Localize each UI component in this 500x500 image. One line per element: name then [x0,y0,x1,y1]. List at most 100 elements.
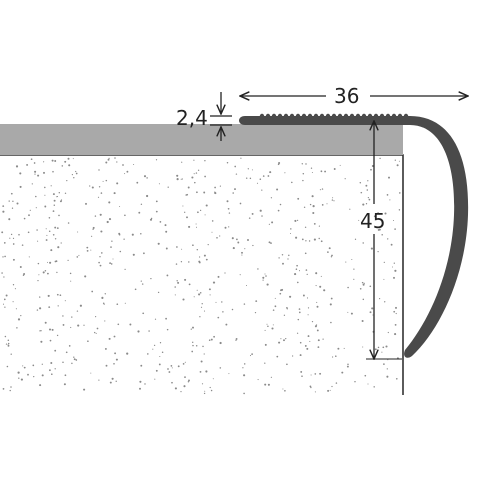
speckle [4,335,7,338]
width-label: 36 [334,84,359,108]
speckle [9,237,11,239]
speckle [17,318,21,321]
speckle [384,212,387,215]
speckle [62,315,64,317]
speckle [296,332,299,334]
substrate-texture [1,157,401,395]
speckle [319,285,322,288]
speckle [96,327,99,330]
speckle [3,276,5,278]
speckle [98,261,100,264]
speckle [393,310,396,313]
speckle [315,285,317,287]
speckle [21,244,24,246]
speckle [302,294,305,297]
speckle [17,371,20,374]
ridge [271,113,277,119]
speckle [320,275,322,277]
speckle [116,161,118,163]
speckle [102,302,105,304]
speckle [1,231,4,234]
speckle [205,204,208,207]
speckle [361,281,364,284]
speckle [137,330,140,333]
speckle [225,323,228,326]
speckle [171,367,173,369]
speckle [64,374,67,377]
speckle [105,364,108,367]
speckle [213,335,215,338]
speckle [100,230,103,233]
speckle [289,232,292,235]
speckle [283,339,285,342]
speckle [86,249,89,252]
speckle [204,214,206,216]
speckle [217,316,220,319]
speckle [377,250,379,253]
speckle [208,288,211,291]
speckle [59,294,62,297]
ridge [391,113,397,119]
speckle [231,308,234,311]
speckle [114,352,117,355]
speckle [119,206,121,207]
speckle [111,240,113,242]
speckle [203,310,206,312]
speckle [375,218,378,221]
speckle [168,371,171,373]
speckle [371,307,374,310]
speckle [99,213,102,216]
speckle [359,181,362,184]
speckle [150,277,152,280]
speckle [360,191,363,194]
speckle [157,291,160,294]
speckle [20,378,23,381]
speckle [209,294,211,296]
speckle [385,345,388,348]
speckle [381,351,383,353]
speckle [324,170,327,173]
speckle [199,316,201,318]
speckle [365,184,368,187]
speckle [52,170,54,173]
speckle [114,157,116,159]
speckle [186,193,189,196]
speckle [362,242,364,244]
speckle [358,219,360,221]
speckle [395,312,397,315]
speckle [180,261,183,263]
speckle [300,370,303,373]
speckle [113,335,116,338]
speckle [196,248,199,251]
speckle [44,186,46,189]
speckle [119,250,122,253]
speckle [34,173,36,175]
speckle [78,254,80,256]
speckle [110,263,113,265]
speckle [305,269,308,271]
speckle [370,168,372,171]
speckle [264,273,266,275]
speckle [5,294,8,297]
speckle [268,223,270,225]
speckle [235,173,238,175]
ridge [337,113,343,119]
speckle [77,231,79,233]
speckle [285,337,287,340]
speckle [318,237,320,240]
speckle [383,278,385,280]
speckle [87,340,89,343]
speckle [184,278,187,281]
speckle [195,172,198,174]
speckle [190,328,192,330]
speckle [133,163,135,166]
speckle [116,182,119,185]
ridge [265,113,271,119]
speckle [307,307,310,309]
speckle [302,172,305,175]
speckle [12,237,15,240]
speckle [171,381,173,384]
speckle [197,169,200,171]
speckle [289,295,292,298]
speckle [283,314,286,316]
